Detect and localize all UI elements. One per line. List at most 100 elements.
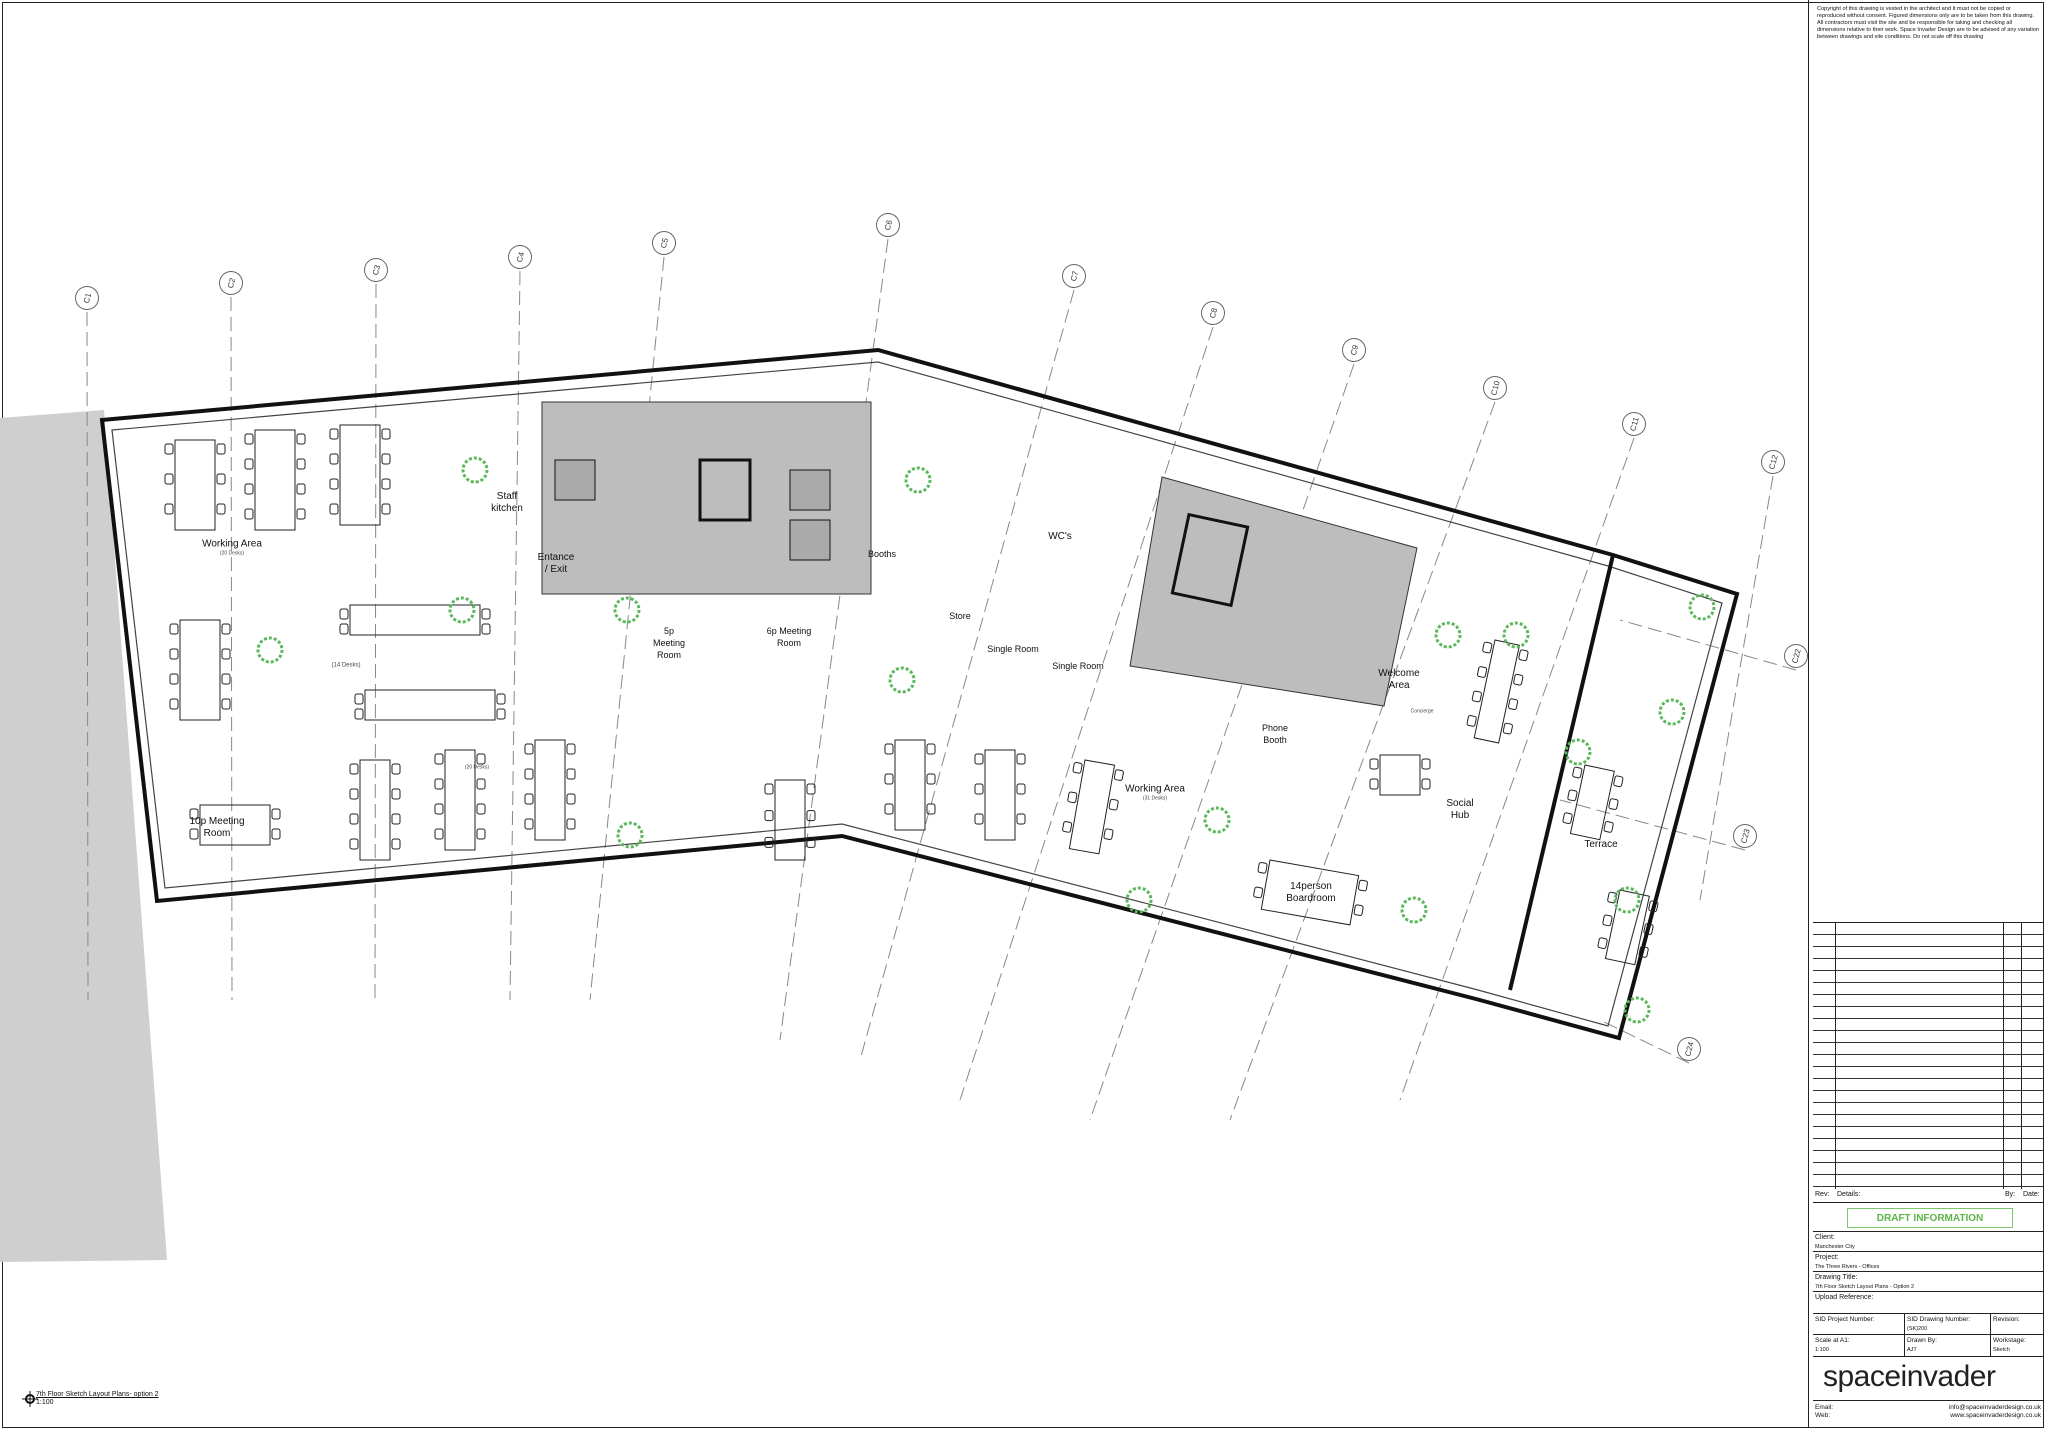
desk-cluster [974, 749, 1026, 841]
desk-cluster [169, 619, 231, 721]
desk-cluster [1597, 889, 1659, 966]
grid-line [779, 238, 889, 1041]
revision-row [1813, 1067, 2043, 1079]
grid-line [374, 283, 377, 1001]
plant-icon [1434, 621, 1462, 649]
drawing-title-field: Drawing Title:7th Floor Sketch Layout Pl… [1813, 1271, 2043, 1290]
core-right [1129, 476, 1418, 707]
grid-line [1559, 799, 1746, 851]
grid-line [86, 311, 89, 1001]
lift-1 [554, 459, 596, 501]
plant-icon [1502, 621, 1530, 649]
copyright-note: Copyright of this drawing is vested in t… [1817, 6, 2040, 40]
web-link[interactable]: www.spaceinvaderdesign.co.uk [1950, 1412, 2041, 1419]
workstage-cell: Workstage:Sketch [1993, 1337, 2026, 1353]
contact-labels: Email:Web: [1815, 1404, 1834, 1419]
revision-row [1813, 935, 2043, 947]
desk-cluster [764, 779, 816, 861]
label-social-hub: Social Hub [1446, 798, 1474, 821]
desk-cluster [339, 604, 491, 636]
revision-row [1813, 1127, 2043, 1139]
title-block: Copyright of this drawing is vested in t… [1808, 0, 2047, 1428]
sid-drawing-cell: SID Drawing Number:(SK)200 [1907, 1316, 1971, 1332]
revision-row [1813, 1079, 2043, 1091]
grid-lines [86, 238, 1797, 1121]
desk-cluster [164, 439, 226, 531]
plant-icon [1400, 896, 1428, 924]
date-label: Date: [2023, 1191, 2040, 1198]
revision-header: Rev: Details: By: Date: [1813, 1188, 2043, 1203]
revision-row [1813, 1139, 2043, 1151]
label-single-room-2: Single Room [1052, 661, 1104, 671]
desk-cluster [244, 429, 306, 531]
desk-cluster [354, 689, 506, 721]
revision-row [1813, 971, 2043, 983]
revision-row [1813, 1031, 2043, 1043]
desk-cluster [189, 804, 281, 846]
desk-cluster [524, 739, 576, 841]
grid-line [959, 326, 1214, 1101]
stair-right [1170, 512, 1250, 608]
project-field: Project:The Three Rivers - Offices [1813, 1251, 2043, 1270]
view-title: 7th Floor Sketch Layout Plans- option 2 … [36, 1391, 159, 1407]
revision-row [1813, 1151, 2043, 1163]
revision-row [1813, 995, 2043, 1007]
label-20-desks: (20 Desks) [464, 764, 490, 771]
sid-project-cell: SID Project Number: [1815, 1316, 1875, 1323]
revision-row [1813, 1175, 2043, 1187]
view-scale: 1:100 [36, 1399, 54, 1406]
desk-cluster [884, 739, 936, 831]
desk-cluster [1062, 759, 1124, 855]
revision-row [1813, 947, 2043, 959]
revision-row [1813, 1103, 2043, 1115]
desk-cluster [1253, 859, 1368, 926]
rev-label: Rev: [1815, 1191, 1830, 1198]
plant-icon [616, 821, 644, 849]
desk-cluster [1369, 754, 1431, 796]
plant-icon [461, 456, 489, 484]
label-10p-meeting: 10p Meeting Room [189, 816, 245, 839]
lift-3 [789, 519, 831, 561]
adjacent-building-area [0, 410, 167, 1262]
plant-icon [1658, 698, 1686, 726]
label-working-area-1: Working Area(20 Desks) [202, 538, 262, 557]
grid-line [1089, 363, 1355, 1121]
label-phone-booth: Phone Booth [1261, 723, 1289, 745]
building-inner-wall [111, 361, 1723, 1027]
upload-field: Upload Reference: [1813, 1291, 2043, 1312]
revision-cell: Revision: [1993, 1316, 2020, 1323]
plant-icon [448, 596, 476, 624]
label-wcs: WC's [1048, 531, 1072, 542]
plant-icon [1688, 593, 1716, 621]
desk-cluster [349, 759, 401, 861]
revision-row [1813, 1043, 2043, 1055]
details-label: Details: [1837, 1191, 1861, 1198]
plant-icon [1623, 996, 1651, 1024]
label-staff-kitchen: Staff kitchen [491, 491, 523, 514]
label-store: Store [949, 611, 971, 621]
plant-icon [1203, 806, 1231, 834]
label-5p-meeting: 5p Meeting Room [652, 626, 686, 660]
label-booths: Booths [867, 549, 897, 559]
grid-line [859, 289, 1075, 1061]
grid-line [1699, 475, 1774, 901]
desk-cluster [1466, 639, 1529, 744]
terrace-wall [1508, 554, 1615, 991]
email-link[interactable]: info@spaceinvaderdesign.co.uk [1948, 1404, 2041, 1411]
plant-icon [613, 596, 641, 624]
revision-row [1813, 1115, 2043, 1127]
scale-cell: Scale at A1:1:100 [1815, 1337, 1850, 1353]
label-boardroom: 14person Boardroom [1286, 881, 1336, 904]
grid-line [1599, 1019, 1690, 1064]
label-single-room-1: Single Room [987, 644, 1039, 654]
client-field: Client:Manchester City [1813, 1231, 2043, 1250]
grid-line [509, 270, 521, 1001]
desk-cluster [434, 749, 486, 851]
plant-icon [904, 466, 932, 494]
furniture [164, 424, 1659, 966]
plant-icon [1564, 738, 1592, 766]
revision-row [1813, 923, 2043, 935]
building-outline [99, 347, 1740, 1041]
plants [256, 456, 1716, 1024]
